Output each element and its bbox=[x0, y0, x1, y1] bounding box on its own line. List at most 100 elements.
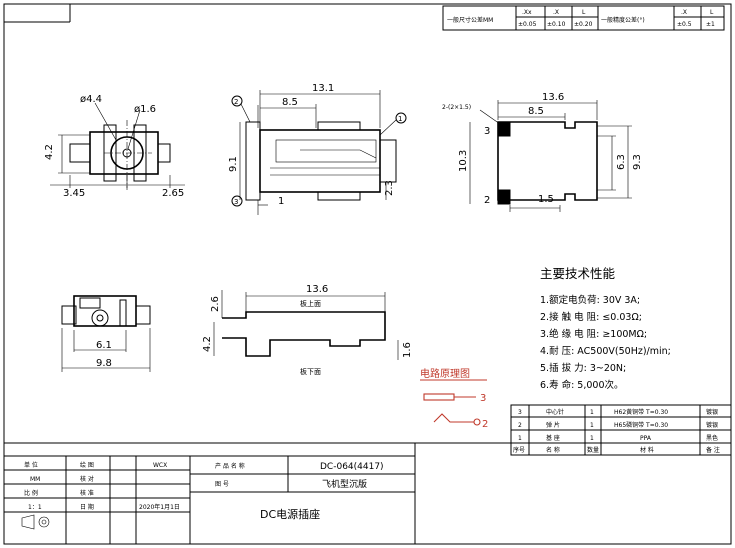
pin-3-label: 3 bbox=[484, 126, 490, 137]
spec-section: 主要技术性能 1.额定电负荷: 30V 3A; 2.接 触 电 阻: ≤0.03… bbox=[540, 266, 671, 391]
bom-name: 中心针 bbox=[546, 408, 564, 416]
bom-header-material: 材 料 bbox=[640, 446, 654, 454]
scale-value: 1：1 bbox=[28, 504, 42, 511]
front-view: ø4.4 ø1.6 4.2 3.45 2.65 bbox=[44, 94, 185, 199]
bom-header-remark: 备 注 bbox=[706, 446, 720, 454]
spec-item: 6.寿 命: 5,000次。 bbox=[540, 379, 624, 391]
side-view: 13.1 8.5 9.1 1 2.3 1 2 3 bbox=[228, 83, 407, 215]
spec-item: 4.耐 压: AC500V(50Hz)/min; bbox=[540, 345, 671, 357]
dim-top-height: 2.6 bbox=[210, 296, 221, 312]
dim-height: 4.2 bbox=[202, 336, 213, 352]
dim-height: 9.1 bbox=[228, 156, 239, 172]
bom-header-name: 名 称 bbox=[546, 446, 560, 454]
title-block: 单 位 MM 比 例 1：1 绘 图 核 对 核 准 日 期 WCX 2020年… bbox=[4, 443, 416, 544]
sheet-border bbox=[3, 3, 732, 545]
bom-qty: 1 bbox=[590, 422, 594, 429]
tol-value: ±0.10 bbox=[547, 21, 566, 28]
bom-header-qty: 数量 bbox=[587, 446, 599, 454]
bom-remark: 镀银 bbox=[706, 421, 718, 429]
dim-total-length: 13.6 bbox=[542, 92, 564, 103]
check-label: 核 对 bbox=[80, 475, 94, 483]
circuit-pin-3: 3 bbox=[480, 393, 486, 404]
circuit-diagram: 电路原理图 3 2 bbox=[420, 367, 488, 430]
tol-header: .X bbox=[681, 9, 687, 16]
spec-title: 主要技术性能 bbox=[540, 266, 616, 281]
tol-value: ±0.20 bbox=[574, 21, 593, 28]
dim-bottom-height: 1.6 bbox=[402, 342, 413, 358]
bom-material: PPA bbox=[640, 435, 652, 442]
draw-label: 绘 图 bbox=[80, 461, 94, 469]
dim-width: 1 bbox=[278, 196, 284, 207]
top-surface-label: 板上面 bbox=[300, 299, 321, 308]
dim-height: 4.2 bbox=[44, 144, 55, 160]
bom-no: 2 bbox=[518, 422, 522, 429]
unit-value: MM bbox=[30, 476, 40, 483]
circuit-title: 电路原理图 bbox=[420, 367, 470, 380]
callout-3: 3 bbox=[234, 198, 238, 206]
dim-pad-width: 1.5 bbox=[538, 194, 554, 205]
drawing-number-label: 图 号 bbox=[215, 481, 229, 488]
bom-table: 3 中心针 1 H62黄铜带 T=0.30 镀银 2 弹 片 1 H65磷铜带 … bbox=[4, 404, 732, 456]
tol-value: ±1 bbox=[706, 21, 715, 28]
scale-label: 比 例 bbox=[24, 489, 38, 497]
circuit-pin-2: 2 bbox=[482, 419, 488, 430]
spec-item: 2.接 触 电 阻: ≤0.03Ω; bbox=[540, 311, 642, 323]
projection-symbol bbox=[21, 514, 50, 530]
dim-inner-length: 8.5 bbox=[528, 106, 544, 117]
tolerance-table: 一般尺寸公差MM .Xx .X L ±0.05 ±0.10 ±0.20 一般精度… bbox=[442, 5, 725, 31]
ang-tolerance-label: 一般精度公差(°) bbox=[601, 16, 645, 24]
callout-2: 2 bbox=[234, 98, 238, 106]
bom-material: H65磷铜带 T=0.30 bbox=[614, 421, 668, 429]
bom-qty: 1 bbox=[590, 435, 594, 442]
panel-view: 13.6 板上面 板下面 2.6 4.2 1.6 bbox=[202, 284, 413, 376]
tol-header: .Xx bbox=[522, 9, 532, 16]
dim-diameter-outer: ø4.4 bbox=[80, 94, 102, 105]
drawing-number-value: 飞机型沉版 bbox=[322, 478, 367, 490]
product-label: 产 品 名 称 bbox=[215, 462, 245, 470]
dim-height: 10.3 bbox=[458, 150, 469, 172]
dim-left-offset: 3.45 bbox=[63, 188, 85, 199]
bom-name: 基 座 bbox=[546, 434, 560, 442]
approve-label: 核 准 bbox=[80, 489, 94, 497]
dim-diameter-pin: ø1.6 bbox=[134, 104, 156, 115]
dim-inner-length: 8.5 bbox=[282, 97, 298, 108]
callout-1: 1 bbox=[398, 115, 402, 123]
bom-no: 1 bbox=[518, 435, 522, 442]
spec-item: 5.插 拔 力: 3~20N; bbox=[540, 362, 626, 374]
end-view: 6.1 9.8 bbox=[61, 295, 151, 372]
tol-header: .X bbox=[553, 9, 559, 16]
dim-outer-height: 9.3 bbox=[632, 154, 643, 170]
pad-note: 2-(2×1.5) bbox=[442, 104, 471, 111]
bom-remark: 黑色 bbox=[706, 434, 718, 442]
bom-remark: 镀银 bbox=[706, 408, 718, 416]
bom-material: H62黄铜带 T=0.30 bbox=[614, 408, 668, 416]
dim-tolerance-label: 一般尺寸公差MM bbox=[447, 16, 493, 24]
bom-name: 弹 片 bbox=[546, 421, 560, 429]
spec-item: 3.绝 缘 电 阻: ≥100MΩ; bbox=[540, 328, 647, 340]
dim-inner-height: 6.3 bbox=[616, 154, 627, 170]
product-value: DC-064(4417) bbox=[320, 462, 384, 472]
dim-width: 6.1 bbox=[96, 340, 112, 351]
date-label: 日 期 bbox=[80, 503, 94, 511]
bom-no: 3 bbox=[518, 409, 522, 416]
unit-label: 单 位 bbox=[24, 461, 38, 469]
pin-2-label: 2 bbox=[484, 195, 490, 206]
dim-total-width: 9.8 bbox=[96, 358, 112, 369]
date-value: 2020年1月1日 bbox=[139, 503, 180, 511]
tol-value: ±0.05 bbox=[518, 21, 537, 28]
tol-header: L bbox=[710, 9, 714, 16]
dim-height-2: 2.3 bbox=[384, 180, 395, 196]
bom-header-no: 序号 bbox=[513, 446, 525, 454]
part-name: DC电源插座 bbox=[260, 507, 320, 521]
spec-item: 1.额定电负荷: 30V 3A; bbox=[540, 294, 640, 306]
tol-header: L bbox=[582, 9, 586, 16]
dim-right-offset: 2.65 bbox=[162, 188, 184, 199]
bottom-surface-label: 板下面 bbox=[300, 367, 321, 376]
tol-value: ±0.5 bbox=[677, 21, 692, 28]
top-view: 3 2 2-(2×1.5) 13.6 8.5 10.3 6.3 9.3 1.5 bbox=[442, 92, 643, 212]
dim-total-length: 13.6 bbox=[306, 284, 328, 295]
draw-value: WCX bbox=[153, 462, 167, 469]
dim-total-length: 13.1 bbox=[312, 83, 334, 94]
bom-qty: 1 bbox=[590, 409, 594, 416]
